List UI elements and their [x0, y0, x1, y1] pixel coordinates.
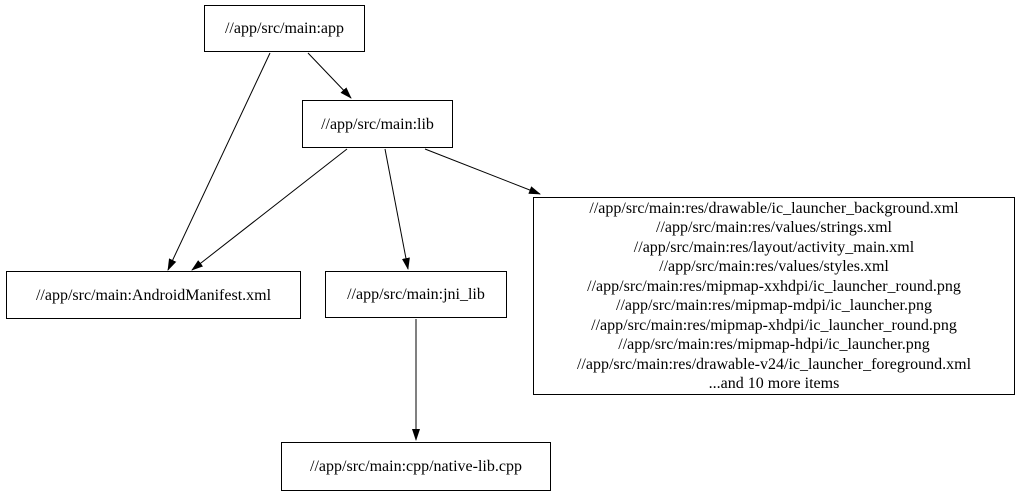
edge-lib-to-manifest [191, 148, 348, 271]
edge-app-to-lib [307, 52, 352, 99]
node-res-files: //app/src/main:res/drawable/ic_launcher_… [533, 197, 1015, 395]
node-native-lib-cpp-label: //app/src/main:cpp/native-lib.cpp [310, 458, 522, 475]
node-jni-lib-label: //app/src/main:jni_lib [347, 286, 485, 303]
node-app: //app/src/main:app [204, 5, 365, 52]
res-more-items-line: ...and 10 more items [708, 375, 840, 392]
res-file-line: //app/src/main:res/drawable/ic_launcher_… [589, 199, 959, 217]
res-file-line: //app/src/main:res/values/styles.xml [659, 258, 889, 275]
node-android-manifest: //app/src/main:AndroidManifest.xml [6, 271, 301, 319]
res-file-line: //app/src/main:res/layout/activity_main.… [633, 238, 915, 256]
edge-lib-to-res [424, 148, 541, 195]
node-jni-lib: //app/src/main:jni_lib [325, 271, 507, 318]
node-lib: //app/src/main:lib [302, 100, 453, 148]
node-native-lib-cpp: //app/src/main:cpp/native-lib.cpp [281, 442, 551, 491]
res-file-line: //app/src/main:res/values/strings.xml [656, 219, 892, 236]
edge-app-to-manifest [167, 52, 271, 271]
node-lib-label: //app/src/main:lib [321, 115, 434, 133]
edge-lib-to-jni_lib [384, 148, 410, 270]
res-file-line: //app/src/main:res/drawable-v24/ic_launc… [576, 355, 972, 373]
res-file-line: //app/src/main:res/mipmap-xxhdpi/ic_laun… [587, 277, 961, 295]
res-file-line: //app/src/main:res/mipmap-mdpi/ic_launch… [616, 297, 932, 314]
res-file-line: //app/src/main:res/mipmap-xhdpi/ic_launc… [591, 316, 957, 334]
res-file-line: //app/src/main:res/mipmap-hdpi/ic_launch… [618, 336, 930, 353]
node-android-manifest-label: //app/src/main:AndroidManifest.xml [35, 286, 272, 304]
node-app-label: //app/src/main:app [224, 20, 345, 37]
